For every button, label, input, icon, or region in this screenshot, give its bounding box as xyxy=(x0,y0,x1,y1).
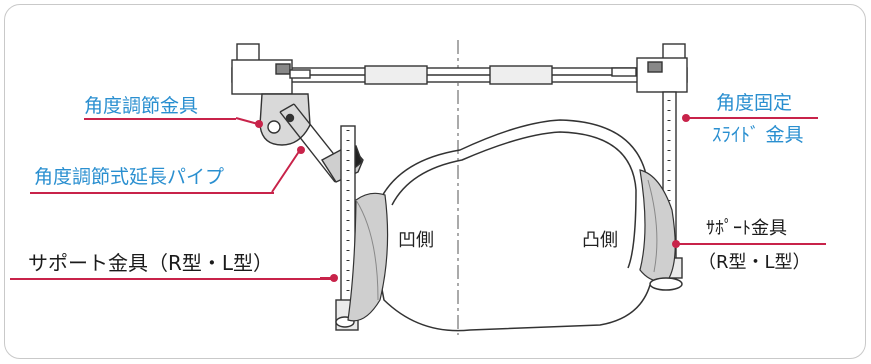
label-angle-fixed-line2: ｽﾗｲﾄﾞ 金具 xyxy=(712,124,804,146)
marker-angle-fixed xyxy=(682,114,690,122)
label-support-fitting-left: サポート金具（R型・L型） xyxy=(28,251,274,275)
marker-angle-adjust-pipe xyxy=(297,146,305,154)
label-angle-fixed-line1: 角度固定 xyxy=(716,92,793,114)
marker-support-fitting-left xyxy=(330,274,338,282)
label-convex-side: 凸側 xyxy=(582,230,618,251)
marker-angle-adjust-fitting xyxy=(255,120,263,128)
curved-support-pad xyxy=(347,119,683,332)
leader-lines xyxy=(235,117,710,279)
top-horizontal-bar xyxy=(231,43,688,95)
underline-angle-fixed xyxy=(708,117,818,119)
label-angle-adjust-pipe: 角度調節式延長パイプ xyxy=(34,166,225,188)
label-support-fitting-right-line2: （R型・L型） xyxy=(698,252,811,273)
label-concave-side: 凹側 xyxy=(398,230,434,251)
underline-angle-adjust-fitting xyxy=(84,118,236,120)
label-support-fitting-right-line1: ｻﾎﾟｰﾄ金具 xyxy=(706,218,787,239)
underline-support-fitting-right xyxy=(696,243,826,245)
diagram-frame xyxy=(4,4,866,359)
underline-angle-adjust-pipe xyxy=(30,192,274,194)
underline-support-fitting-left xyxy=(10,278,332,280)
label-angle-adjust-fitting: 角度調節金具 xyxy=(84,95,199,117)
marker-support-fitting-right xyxy=(672,240,680,248)
